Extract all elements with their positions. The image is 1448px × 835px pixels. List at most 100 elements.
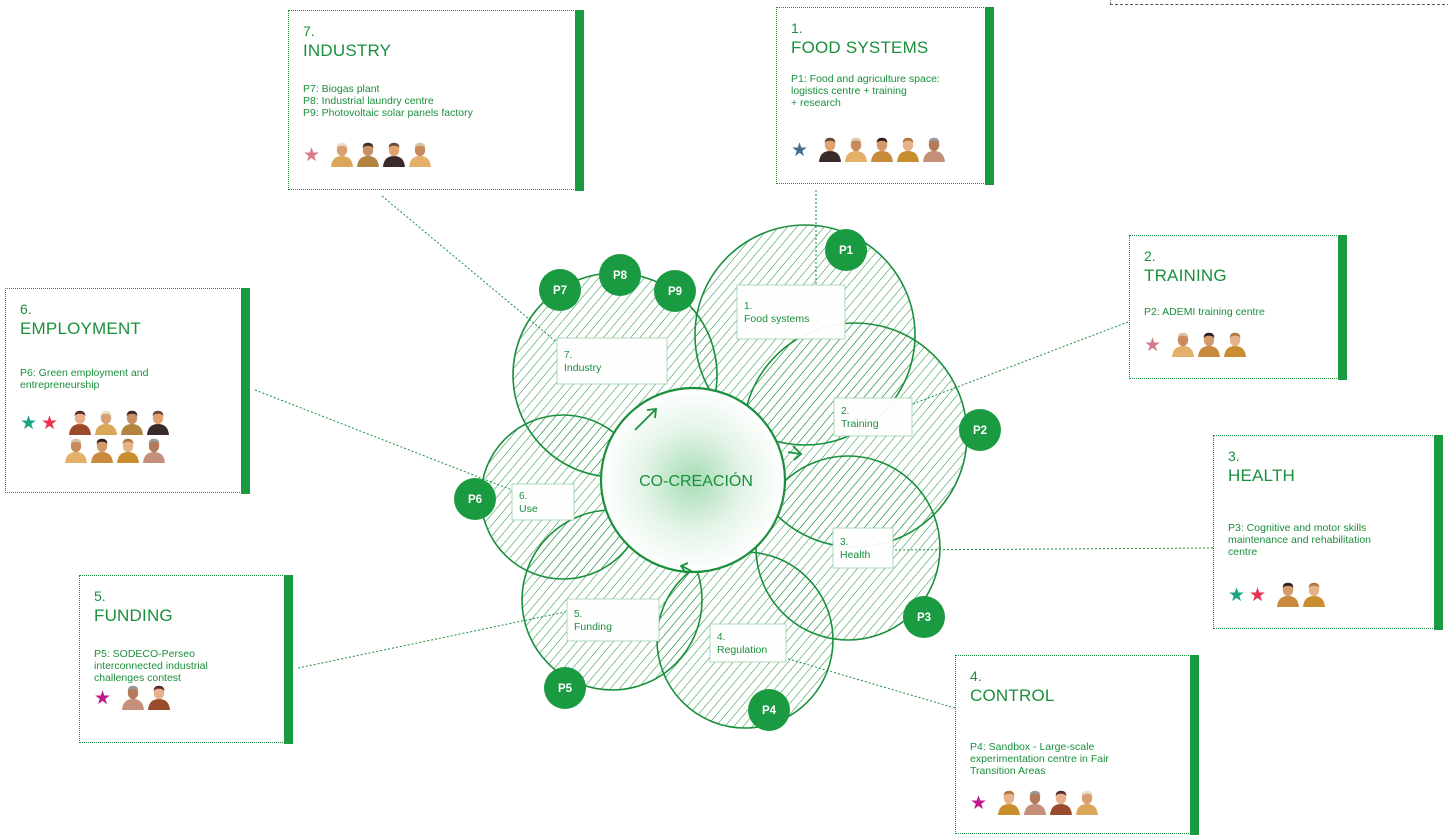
card-description-line: + research bbox=[791, 97, 841, 109]
badge-p7: P7 bbox=[539, 269, 581, 311]
star-icon: ★ bbox=[41, 413, 59, 434]
card-description-line: P8: Industrial laundry centre bbox=[303, 95, 434, 107]
star-icon: ★ bbox=[791, 140, 809, 161]
person-avatar-icon bbox=[122, 685, 145, 710]
card-icons: ★ bbox=[303, 141, 434, 167]
card-number: 4. bbox=[970, 668, 982, 684]
person-avatar-icon bbox=[1172, 332, 1195, 357]
petal-name: Industry bbox=[564, 362, 602, 374]
card-description-line: centre bbox=[1228, 546, 1258, 558]
card-accent-bar bbox=[284, 575, 293, 744]
star-icon: ★ bbox=[20, 413, 38, 434]
card-description: P1: Food and agriculture space:logistics… bbox=[791, 73, 940, 109]
card-icons: ★★ bbox=[20, 409, 172, 463]
badge-p2: P2 bbox=[959, 409, 1001, 451]
person-avatar-icon bbox=[143, 438, 165, 463]
card-description-line: P6: Green employment and bbox=[20, 367, 149, 379]
petal-label-industry: 7.Industry bbox=[556, 337, 668, 385]
card-number: 6. bbox=[20, 301, 32, 317]
person-avatar-icon bbox=[1198, 332, 1221, 357]
svg-text:P8: P8 bbox=[613, 270, 628, 282]
card-description-line: maintenance and rehabilitation bbox=[1228, 534, 1372, 546]
petal-name: Use bbox=[519, 503, 538, 515]
badge-p1: P1 bbox=[825, 229, 867, 271]
person-avatar-icon bbox=[383, 142, 406, 167]
petal-number: 6. bbox=[519, 491, 527, 502]
svg-text:P7: P7 bbox=[553, 285, 567, 297]
petal-label-use: 6.Use bbox=[511, 483, 575, 521]
person-avatar-icon bbox=[845, 137, 868, 162]
petal-number: 2. bbox=[841, 406, 849, 417]
card-number: 2. bbox=[1144, 248, 1156, 264]
petal-label-regulation: 4.Regulation bbox=[709, 623, 787, 663]
person-avatar-icon bbox=[117, 438, 139, 463]
card-title: FUNDING bbox=[94, 606, 173, 625]
petal-name: Health bbox=[840, 549, 871, 561]
badge-p8: P8 bbox=[599, 254, 641, 296]
person-avatar-icon bbox=[1303, 582, 1326, 607]
card-description-line: P3: Cognitive and motor skills bbox=[1228, 522, 1367, 534]
card-description: P2: ADEMI training centre bbox=[1144, 306, 1265, 318]
petal-label-food: 1.Food systems bbox=[736, 284, 846, 340]
svg-text:P4: P4 bbox=[762, 705, 777, 717]
card-accent-bar bbox=[985, 7, 994, 185]
person-avatar-icon bbox=[1224, 332, 1247, 357]
card-description-line: logistics centre + training bbox=[791, 85, 907, 97]
cycle-arrow-icon bbox=[787, 445, 803, 461]
card-number: 1. bbox=[791, 20, 803, 36]
card-title: EMPLOYMENT bbox=[20, 319, 142, 338]
petal-number: 1. bbox=[744, 301, 752, 312]
petal-label-health: 3.Health bbox=[832, 527, 894, 569]
person-avatar-icon bbox=[1076, 790, 1099, 815]
card-description-line: Transition Areas bbox=[970, 765, 1046, 777]
card-description-line: P7: Biogas plant bbox=[303, 83, 380, 95]
petal-number: 7. bbox=[564, 350, 572, 361]
cycle-arrow-icon bbox=[679, 562, 694, 574]
badge-p5: P5 bbox=[544, 667, 586, 709]
petal-labels: 1.Food systems 2.Training 3.Health 4.Regula… bbox=[511, 284, 913, 663]
petal-number: 3. bbox=[840, 537, 848, 548]
connector-use bbox=[254, 389, 513, 491]
top-dashed-border bbox=[1110, 0, 1448, 5]
card-description-line: P9: Photovoltaic solar panels factory bbox=[303, 107, 473, 119]
card-training: 2. TRAINING P2: ADEMI training centre ★ bbox=[1129, 235, 1347, 380]
petal-name: Food systems bbox=[744, 313, 809, 325]
connector-health bbox=[889, 547, 1214, 551]
petal-name: Training bbox=[841, 418, 879, 430]
petal-name: Regulation bbox=[717, 644, 767, 656]
petal-label-training: 2.Training bbox=[833, 397, 913, 437]
person-avatar-icon bbox=[147, 410, 170, 435]
petal-label-funding: 5.Funding bbox=[566, 598, 660, 642]
card-description-line: interconnected industrial bbox=[94, 660, 208, 672]
card-title: TRAINING bbox=[1144, 266, 1227, 285]
person-avatar-icon bbox=[998, 790, 1021, 815]
person-avatar-icon bbox=[1024, 790, 1047, 815]
card-description-line: entrepreneurship bbox=[20, 379, 100, 391]
card-icons: ★★ bbox=[1228, 581, 1328, 607]
card-description-line: P4: Sandbox - Large-scale bbox=[970, 741, 1095, 753]
card-description-line: experimentation centre in Fair bbox=[970, 753, 1109, 765]
card-description-line: P2: ADEMI training centre bbox=[1144, 306, 1265, 318]
card-icons: ★ bbox=[1144, 331, 1249, 357]
card-accent-bar bbox=[1190, 655, 1199, 835]
svg-text:P6: P6 bbox=[468, 494, 482, 506]
center-label: CO-CREACIÓN bbox=[639, 471, 753, 490]
person-avatar-icon bbox=[121, 410, 144, 435]
star-icon: ★ bbox=[1144, 335, 1162, 356]
petal-number: 4. bbox=[717, 632, 725, 643]
svg-text:P3: P3 bbox=[917, 612, 931, 624]
badge-p4: P4 bbox=[748, 689, 790, 731]
connector-regulation bbox=[784, 657, 956, 709]
card-number: 3. bbox=[1228, 448, 1240, 464]
person-avatar-icon bbox=[69, 410, 92, 435]
card-title: FOOD SYSTEMS bbox=[791, 38, 929, 57]
